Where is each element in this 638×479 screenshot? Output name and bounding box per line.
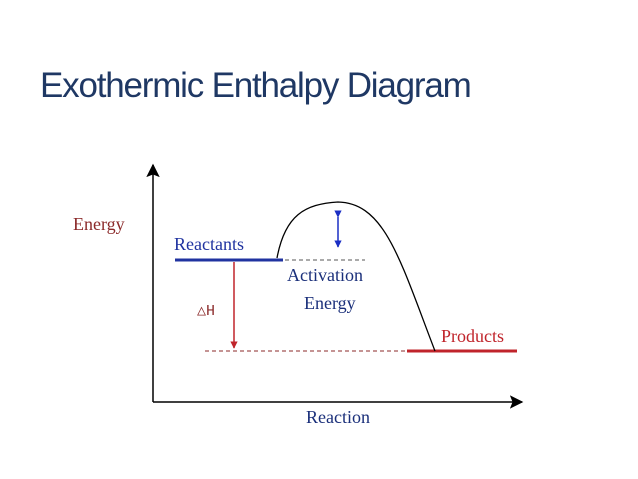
activation-label-line2: Energy (304, 293, 356, 313)
energy-axis-label: Energy (73, 214, 125, 234)
activation-label-line1: Activation (287, 265, 363, 285)
slide-title: Exothermic Enthalpy Diagram (40, 66, 472, 105)
reaction-axis-label: Reaction (306, 407, 370, 427)
reactants-label: Reactants (174, 234, 244, 254)
reaction-curve (276, 201, 436, 352)
products-label: Products (441, 326, 504, 346)
delta-h-label: △H (197, 303, 215, 320)
